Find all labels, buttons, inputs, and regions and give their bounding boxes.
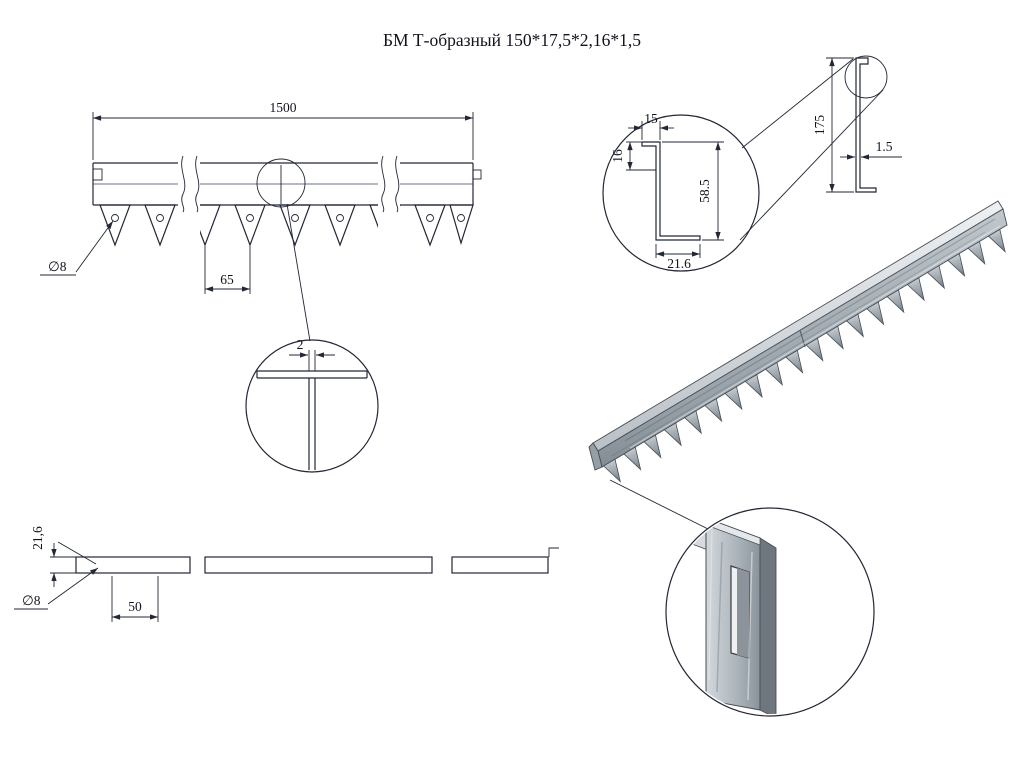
front-holes bbox=[111, 214, 465, 222]
plan-view: 21,6 ∅8 50 bbox=[14, 526, 559, 622]
isometric-view bbox=[588, 200, 1008, 535]
t-stem-detail: 2 bbox=[245, 337, 379, 473]
detail-plate-edge bbox=[759, 537, 777, 714]
break-line bbox=[181, 155, 186, 213]
dim-plan-width: 21,6 bbox=[30, 526, 45, 550]
dim-plan-hole-diameter: ∅8 bbox=[22, 593, 41, 608]
break-line bbox=[395, 155, 400, 213]
dim-section-height: 175 bbox=[812, 115, 827, 136]
profile-detail: 15 16 58.5 21.6 bbox=[602, 58, 884, 272]
break-line bbox=[195, 155, 200, 213]
connector-detail bbox=[665, 507, 875, 717]
iso-seam bbox=[799, 329, 806, 348]
side-section-view: 175 1.5 bbox=[812, 55, 902, 193]
detail-callout-circle bbox=[256, 158, 306, 208]
dim-wall-thickness: 1.5 bbox=[876, 139, 893, 154]
dim-stem-thickness: 2 bbox=[297, 337, 304, 352]
dim-profile-height: 58.5 bbox=[697, 179, 712, 203]
iso-left-end bbox=[588, 442, 603, 471]
front-view: 1500 ∅8 65 bbox=[40, 100, 482, 342]
dim-top-width: 15 bbox=[644, 111, 658, 126]
iso-teeth bbox=[602, 228, 1006, 483]
dim-tooth-spacing: 65 bbox=[220, 272, 234, 287]
detail-callout-circle bbox=[844, 55, 888, 99]
dim-hole-spacing: 50 bbox=[128, 599, 142, 614]
dim-overall-length: 1500 bbox=[270, 100, 297, 115]
drawing-title: БМ Т-образный 150*17,5*2,16*1,5 bbox=[383, 30, 641, 50]
dim-hole-diameter: ∅8 bbox=[48, 259, 67, 274]
plan-end-hook bbox=[548, 547, 559, 557]
dim-foot-width: 21.6 bbox=[667, 256, 691, 271]
front-teeth bbox=[99, 204, 474, 247]
break-line bbox=[381, 155, 386, 213]
dim-lip-height: 16 bbox=[610, 149, 625, 163]
